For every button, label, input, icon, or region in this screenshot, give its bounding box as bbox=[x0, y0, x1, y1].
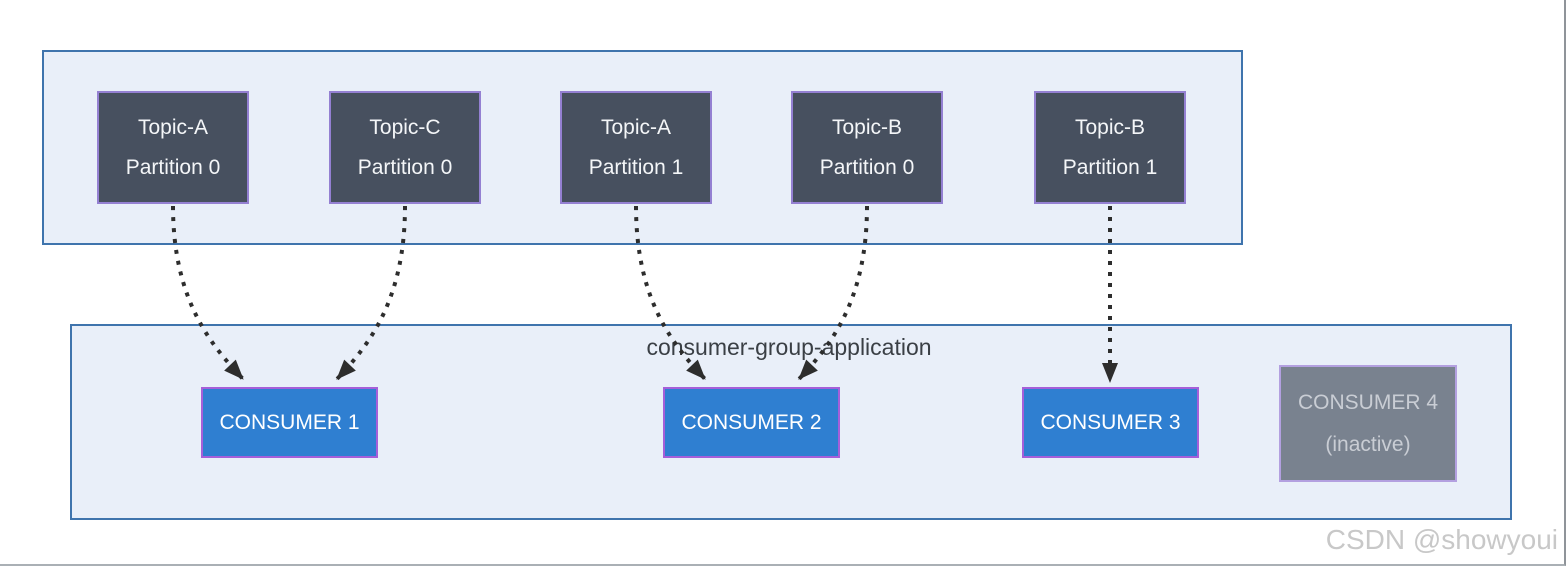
partition-topic: Topic-B bbox=[1074, 115, 1146, 139]
partition-number: Partition 0 bbox=[357, 155, 453, 179]
partition-box-topic-c-0: Topic-C Partition 0 bbox=[329, 91, 481, 204]
partition-box-topic-a-1: Topic-A Partition 1 bbox=[560, 91, 712, 204]
watermark: CSDN @showyoui bbox=[1325, 524, 1558, 555]
partition-box-topic-b-0: Topic-B Partition 0 bbox=[791, 91, 943, 204]
consumer-box-2: CONSUMER 2 bbox=[663, 387, 840, 458]
partition-topic: Topic-A bbox=[600, 115, 672, 139]
partition-topic: Topic-C bbox=[369, 115, 441, 139]
consumer-label: CONSUMER 2 bbox=[681, 410, 822, 434]
consumer-group-label: consumer-group-application bbox=[646, 334, 932, 360]
partition-box-topic-b-1: Topic-B Partition 1 bbox=[1034, 91, 1186, 204]
partition-topic: Topic-A bbox=[137, 115, 209, 139]
consumer-label: CONSUMER 4 bbox=[1297, 390, 1439, 414]
consumer-label: CONSUMER 1 bbox=[219, 410, 360, 434]
partition-number: Partition 1 bbox=[1062, 155, 1158, 179]
partition-topic: Topic-B bbox=[831, 115, 903, 139]
partition-number: Partition 0 bbox=[125, 155, 221, 179]
partition-box-topic-a-0: Topic-A Partition 0 bbox=[97, 91, 249, 204]
consumer-box-4-inactive: CONSUMER 4 (inactive) bbox=[1279, 365, 1457, 482]
consumer-label: CONSUMER 3 bbox=[1040, 410, 1181, 434]
consumer-status: (inactive) bbox=[1325, 432, 1411, 456]
consumer-box-3: CONSUMER 3 bbox=[1022, 387, 1199, 458]
consumer-box-1: CONSUMER 1 bbox=[201, 387, 378, 458]
partition-number: Partition 0 bbox=[819, 155, 915, 179]
partition-number: Partition 1 bbox=[588, 155, 684, 179]
